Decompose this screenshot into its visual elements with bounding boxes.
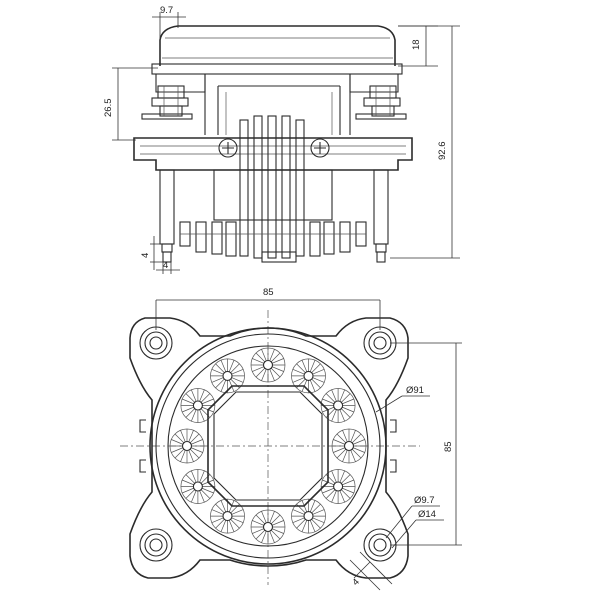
left-screw-assembly (141, 85, 193, 120)
flange-screw-right (310, 138, 330, 158)
led-cell (180, 388, 216, 423)
dim-diameter-outer: Ø91 (375, 385, 430, 413)
reflector-ring (167, 345, 369, 547)
led-cell (291, 498, 326, 534)
dim-diameter-hole: Ø9.7 (385, 495, 440, 539)
dim-height-front-label: 85 (443, 441, 454, 452)
dim-overall-height: 92.6 (390, 25, 460, 259)
heatsink-fins-lower (179, 221, 367, 257)
outer-ring (149, 327, 387, 565)
led-cell (210, 498, 245, 534)
dim-height-front: 85 (390, 342, 462, 546)
led-cell (169, 428, 205, 464)
dim-diameter-boss: Ø14 (391, 509, 444, 549)
lens-dome (159, 25, 396, 66)
lens-rim (151, 63, 403, 75)
led-cell (320, 388, 356, 423)
led-cell (331, 428, 367, 464)
led-cell (210, 358, 245, 394)
mount-boss-top-left (139, 326, 173, 360)
central-aperture (207, 385, 329, 507)
dim-lens-height: 18 (398, 25, 438, 67)
heatsink-core (213, 169, 333, 221)
heatsink-fins-center (239, 115, 305, 263)
dim-overall-height-label: 92.6 (437, 142, 448, 161)
locating-pin-right (373, 169, 389, 263)
dim-width-front: 85 (155, 287, 381, 330)
led-cell (250, 347, 286, 383)
led-cell (180, 469, 216, 504)
led-reflector-cells (169, 347, 367, 545)
dim-top-offset: 9.7 (152, 5, 186, 62)
dim-top-offset-label: 9.7 (160, 5, 173, 16)
dim-flange-height-label: 26.5 (103, 99, 114, 118)
dim-tab-width: 4 (349, 551, 393, 591)
led-cell (291, 358, 326, 394)
dim-flange-height: 26.5 (103, 67, 158, 141)
right-screw-assembly (355, 85, 407, 120)
mount-boss-bottom-left (139, 528, 173, 562)
mounting-flange (133, 137, 413, 171)
dim-pin-width: 4 (156, 260, 180, 274)
mounting-plate (129, 317, 409, 579)
front-view: 85 85 Ø91 Ø9.7 Ø14 (120, 287, 462, 591)
dim-width-front-label: 85 (263, 287, 274, 298)
side-view: 9.7 18 92.6 26.5 4 (103, 5, 460, 274)
dim-pin-height-label: 4 (140, 253, 151, 258)
locating-pin-left (159, 169, 175, 263)
dim-diameter-boss-label: Ø14 (418, 509, 436, 520)
dim-pin-width-label: 4 (163, 260, 168, 271)
dim-diameter-outer-label: Ø91 (406, 385, 424, 396)
dim-diameter-hole-label: Ø9.7 (414, 495, 435, 506)
dim-lens-height-label: 18 (411, 39, 422, 50)
led-cell (250, 509, 286, 545)
upper-housing (155, 74, 399, 93)
led-cell (320, 469, 356, 504)
dim-tab-width-label: 4 (350, 577, 362, 589)
flange-screw-left (218, 138, 238, 158)
dim-pin-height: 4 (140, 236, 164, 270)
